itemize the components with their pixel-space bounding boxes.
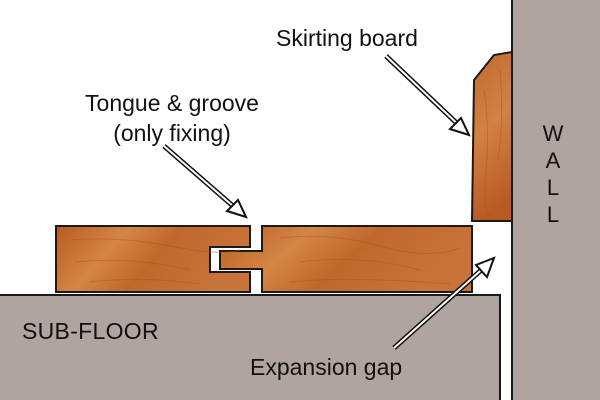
tongue-groove-label-line1: Tongue & groove [85,90,259,116]
wall-letter: A [545,148,561,173]
skirting-board [470,50,513,222]
floorboard-left [55,225,251,293]
floorboard-right [219,225,473,293]
skirting-board-label: Skirting board [276,25,418,51]
wall-letter: L [546,175,560,200]
wall-letter: W [542,121,564,146]
expansion-gap-arrow-icon [392,256,496,350]
wall-letter: L [546,202,560,227]
wood-grain [69,235,461,285]
skirting-grain [483,69,503,216]
tongue-groove-label: Tongue & groove (only fixing) [58,88,286,148]
wall-label: W A L L [538,120,568,228]
tongue-groove-label-line2: (only fixing) [113,120,231,146]
sub-floor-label: SUB-FLOOR [22,318,159,344]
tongue-groove-arrow-icon [162,144,248,219]
expansion-gap-label: Expansion gap [250,354,403,380]
sub-floor [0,294,501,400]
skirting-arrow-icon [384,54,471,137]
